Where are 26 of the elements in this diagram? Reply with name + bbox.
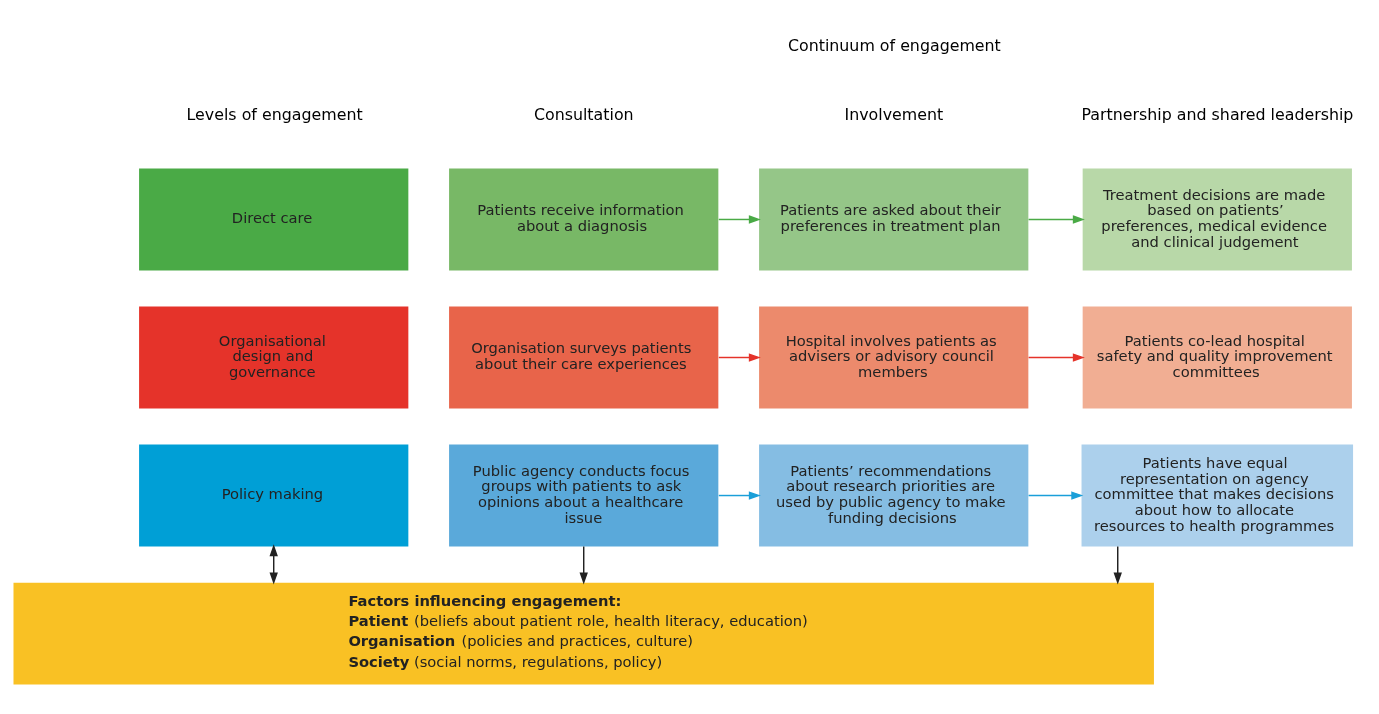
node-box: Public agency conducts focus groups with patients to ask opinions about a healthcare issue: [449, 444, 719, 546]
node-box: Organisational design and governance: [139, 306, 409, 408]
arrow: [1027, 490, 1084, 500]
node-box: Hospital involves patients as advisers or advisory council members: [759, 306, 1029, 408]
node-box: Factors influencing engagement: Patient (beliefs about patient role, health literacy, education) Organisation (policies and practices, culture) Society (social norms, regulations, policy): [13, 582, 1154, 684]
arrow: [1027, 352, 1085, 362]
node-box: Patients co-lead hospital safety and quality improvement committees: [1082, 306, 1352, 408]
node-box: Patients receive information about a diagnosis: [449, 168, 719, 270]
node-box: Patients have equal representation on agency committee that makes decisions about how to allocate resources to health programmes: [1081, 444, 1354, 546]
arrow: [718, 352, 761, 362]
node-box: Policy making: [139, 444, 409, 546]
label: Levels of engagement: [186, 104, 363, 124]
node-box: Direct care: [139, 168, 409, 270]
arrow: [718, 214, 761, 224]
arrow: [718, 490, 761, 500]
arrow: [1027, 214, 1085, 224]
node-box: Treatment decisions are made based on patients’ preferences, medical evidence and clinical judgement: [1082, 168, 1352, 270]
arrow: [579, 545, 588, 585]
label: Continuum of engagement: [787, 35, 1001, 55]
node-box: Patients are asked about their preferences in treatment plan: [759, 168, 1029, 270]
label: Consultation: [533, 104, 634, 124]
arrow: [1113, 545, 1122, 585]
label: Partnership and shared leadership: [1081, 104, 1354, 124]
label: Involvement: [844, 104, 944, 124]
node-box: Organisation surveys patients about their care experiences: [449, 306, 719, 408]
node-box: Patients’ recommendations about research priorities are used by public agency to make funding decisions: [759, 444, 1029, 546]
